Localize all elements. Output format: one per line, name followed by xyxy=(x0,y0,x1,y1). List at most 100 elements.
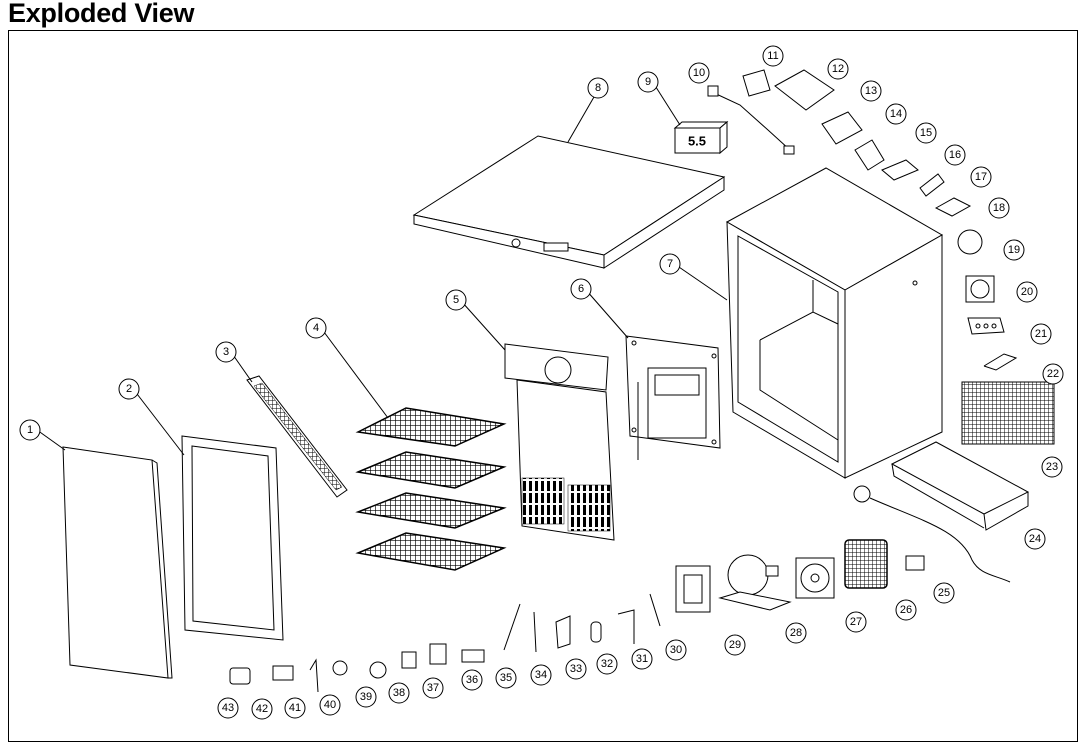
callout-13: 13 xyxy=(860,80,882,102)
callout-6: 6 xyxy=(570,278,592,300)
callout-9: 9 xyxy=(637,71,659,93)
svg-text:37: 37 xyxy=(427,682,439,694)
shelf-set xyxy=(355,407,507,571)
svg-text:30: 30 xyxy=(670,644,682,656)
svg-text:29: 29 xyxy=(729,639,741,651)
svg-text:32: 32 xyxy=(601,658,613,670)
callout-19: 19 xyxy=(1003,239,1025,261)
callout-41: 41 xyxy=(284,697,306,719)
junction-box xyxy=(967,317,1005,335)
svg-text:38: 38 xyxy=(393,687,405,699)
callout-16: 16 xyxy=(944,144,966,166)
leader-lines xyxy=(36,83,728,456)
door-gasket xyxy=(181,435,284,641)
relay xyxy=(905,555,925,571)
mounting-bracket xyxy=(983,353,1018,371)
callout-7: 7 xyxy=(659,253,681,275)
svg-text:25: 25 xyxy=(938,587,950,599)
callout-11: 11 xyxy=(762,45,784,67)
svg-text:17: 17 xyxy=(975,171,987,183)
power-cord xyxy=(853,485,1011,583)
callout-18: 18 xyxy=(988,197,1010,219)
svg-text:19: 19 xyxy=(1008,244,1020,256)
svg-text:12: 12 xyxy=(832,63,844,75)
svg-text:11: 11 xyxy=(767,50,778,62)
callout-37: 37 xyxy=(422,677,444,699)
callout-15: 15 xyxy=(915,122,937,144)
callout-30: 30 xyxy=(665,639,687,661)
callout-21: 21 xyxy=(1030,323,1052,345)
callout-1: 1 xyxy=(19,419,41,441)
svg-text:10: 10 xyxy=(693,67,705,79)
svg-text:31: 31 xyxy=(636,653,648,665)
callout-24: 24 xyxy=(1024,528,1046,550)
door-panel xyxy=(62,446,173,679)
svg-text:40: 40 xyxy=(324,699,336,711)
svg-text:18: 18 xyxy=(993,202,1005,214)
svg-text:16: 16 xyxy=(949,149,961,161)
svg-text:22: 22 xyxy=(1047,368,1059,380)
top-cover xyxy=(412,135,726,269)
svg-text:41: 41 xyxy=(289,702,301,714)
callout-5: 5 xyxy=(445,289,467,311)
diagram-frame xyxy=(8,30,1078,742)
svg-text:20: 20 xyxy=(1021,286,1033,298)
svg-text:15: 15 xyxy=(920,127,932,139)
callout-25: 25 xyxy=(933,582,955,604)
callout-23: 23 xyxy=(1041,456,1063,478)
callout-43: 43 xyxy=(217,697,239,719)
callout-40: 40 xyxy=(319,694,341,716)
callout-33: 33 xyxy=(565,658,587,680)
callout-31: 31 xyxy=(631,648,653,670)
callout-8: 8 xyxy=(587,77,609,99)
fan-blade xyxy=(795,557,835,599)
small-components xyxy=(229,593,661,693)
svg-text:43: 43 xyxy=(222,702,234,714)
condenser-coil xyxy=(961,381,1055,445)
callout-35: 35 xyxy=(495,667,517,689)
svg-text:3: 3 xyxy=(223,346,229,358)
callout-42: 42 xyxy=(251,698,273,720)
wire-harness xyxy=(707,85,795,155)
svg-text:14: 14 xyxy=(890,108,902,120)
fan-motor xyxy=(844,539,888,589)
svg-text:35: 35 xyxy=(500,672,512,684)
callout-14: 14 xyxy=(885,103,907,125)
condenser-unit xyxy=(675,565,711,613)
callout-26: 26 xyxy=(895,599,917,621)
callout-20: 20 xyxy=(1016,281,1038,303)
callout-28: 28 xyxy=(785,622,807,644)
callouts: 1 2 3 4 5 6 7 8 9 10 11 12 13 14 15 16 1… xyxy=(19,45,1064,720)
svg-text:27: 27 xyxy=(850,616,862,628)
svg-text:28: 28 xyxy=(790,627,802,639)
svg-text:7: 7 xyxy=(667,258,673,270)
condenser-fan xyxy=(965,275,995,303)
callout-34: 34 xyxy=(530,664,552,686)
svg-text:5: 5 xyxy=(453,294,459,306)
display-reading: 5.5 xyxy=(688,134,706,149)
svg-text:26: 26 xyxy=(900,604,912,616)
svg-text:1: 1 xyxy=(27,424,33,436)
compressor xyxy=(718,554,792,611)
svg-text:4: 4 xyxy=(313,322,319,334)
svg-text:36: 36 xyxy=(466,674,478,686)
callout-12: 12 xyxy=(827,58,849,80)
svg-text:34: 34 xyxy=(535,669,547,681)
svg-text:39: 39 xyxy=(360,691,372,703)
svg-text:33: 33 xyxy=(570,663,582,675)
callout-29: 29 xyxy=(724,634,746,656)
control-board-panel xyxy=(625,335,721,460)
svg-text:24: 24 xyxy=(1029,533,1041,545)
callout-17: 17 xyxy=(970,166,992,188)
svg-text:42: 42 xyxy=(256,703,268,715)
callout-10: 10 xyxy=(688,62,710,84)
callout-27: 27 xyxy=(845,611,867,633)
callout-36: 36 xyxy=(461,669,483,691)
callout-38: 38 xyxy=(388,682,410,704)
callout-39: 39 xyxy=(355,686,377,708)
svg-text:6: 6 xyxy=(578,283,584,295)
svg-text:9: 9 xyxy=(645,76,651,88)
back-panel xyxy=(504,343,615,541)
callout-32: 32 xyxy=(596,653,618,675)
